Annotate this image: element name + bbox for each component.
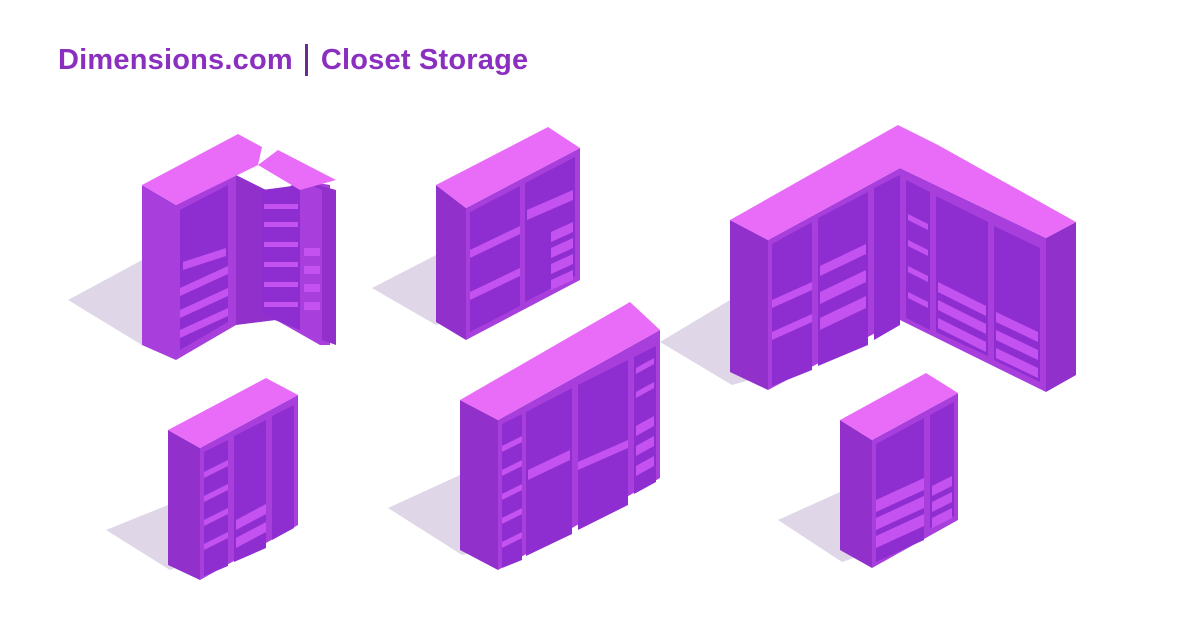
title-separator [304,44,308,76]
l-shaped-closet-icon [660,125,1076,392]
page-title: Closet Storage [320,43,529,76]
site-name[interactable]: Dimensions.com [58,43,293,76]
compact-drawer-closet-icon [778,373,958,568]
two-section-closet-icon [372,127,580,340]
page-header: Dimensions.com Closet Storage [58,40,528,80]
wide-closet-icon [388,302,660,570]
narrow-closet-icon [106,378,298,580]
corner-closet-icon [68,134,336,360]
